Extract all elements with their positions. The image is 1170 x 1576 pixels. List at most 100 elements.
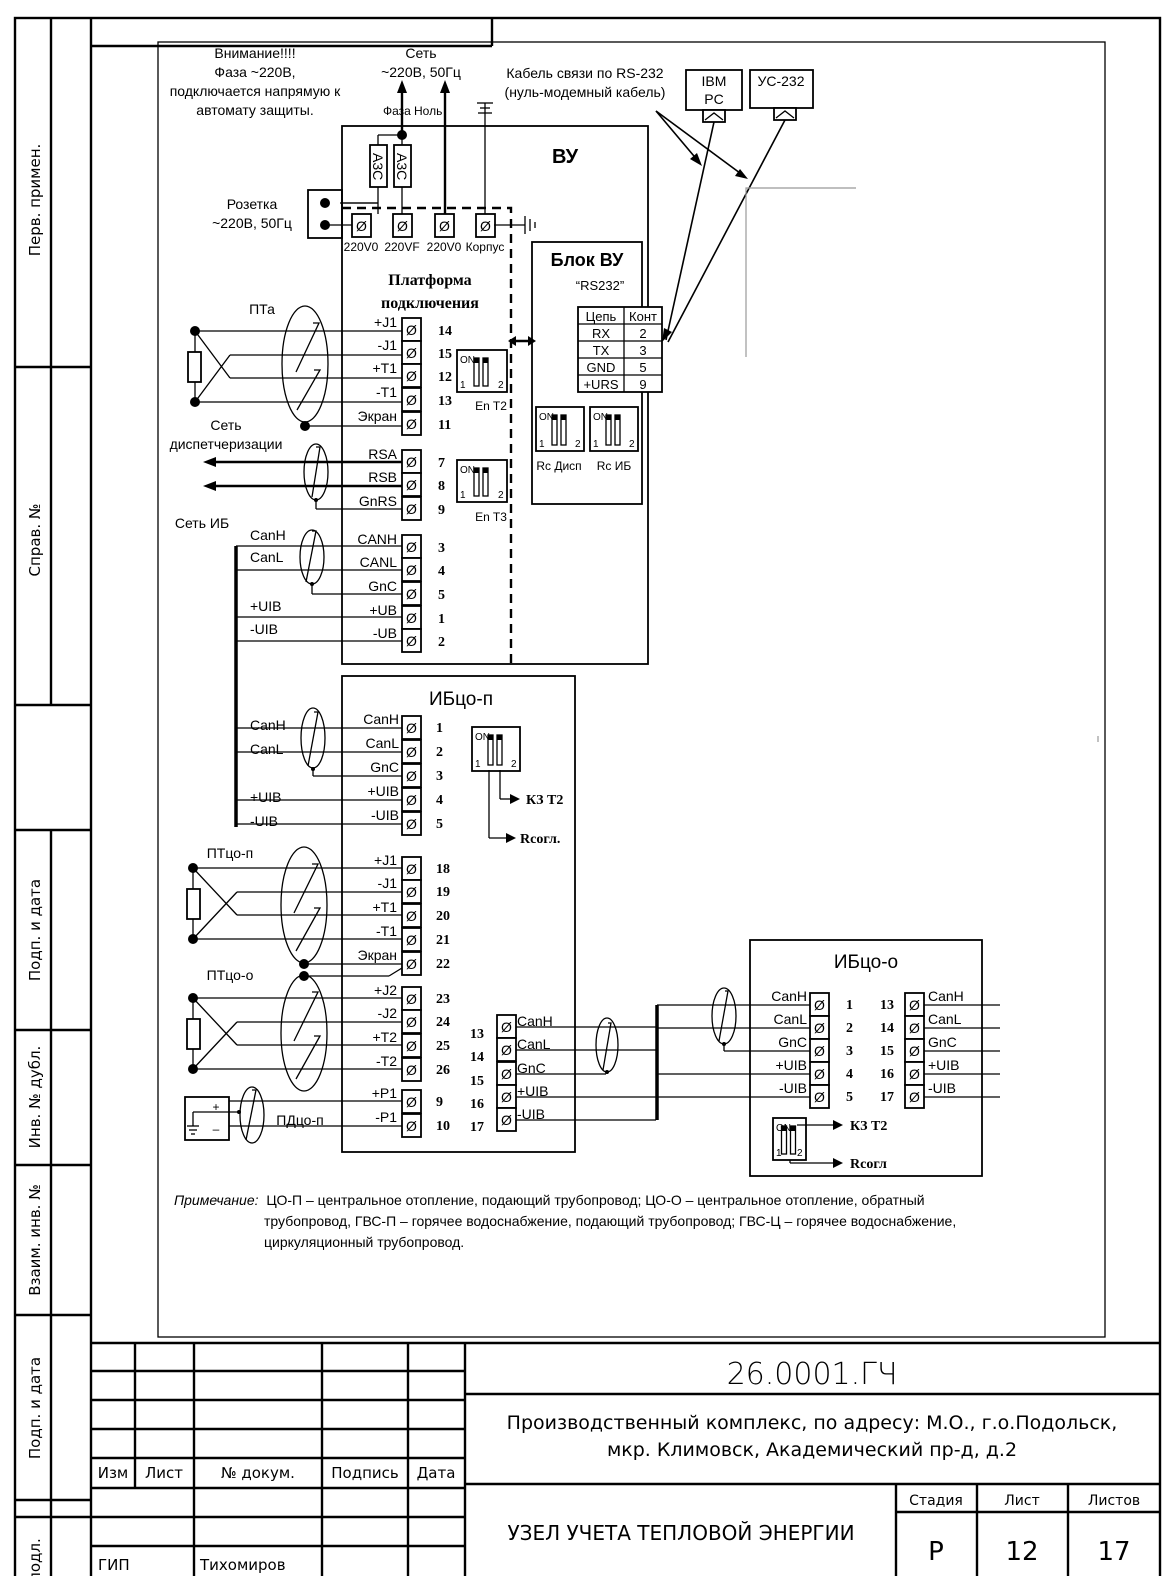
vu-terminal-signal: GnC: [368, 578, 397, 594]
vu-terminal-signal: CANH: [357, 531, 397, 547]
rs232-connectors: [655, 107, 797, 343]
terminal-screw-icon: Ø: [814, 1043, 825, 1059]
ibco-p-out-signal: CanL: [517, 1036, 551, 1052]
ib-net-label: Сеть ИБ: [175, 515, 229, 531]
resistor-icon: [186, 1018, 201, 1050]
ibco-p-terminal-signal: GnC: [370, 759, 399, 775]
drawing-area-border: [157, 41, 1106, 1338]
ibco-p-sensor-signal: -J1: [378, 875, 398, 891]
arrow-right-icon: [510, 794, 520, 804]
vu-terminal-signal: +T1: [372, 360, 397, 376]
power-terminal-label-1: 220VF: [384, 240, 419, 254]
breaker-2: [393, 144, 412, 188]
sensor-pta: ПТа: [249, 301, 275, 317]
ibco-p-terminal-signal: -UIB: [371, 807, 399, 823]
terminal-screw-icon: Ø: [406, 610, 417, 626]
power-terminal-label-2: 220V0: [427, 240, 462, 254]
terminal-screw-icon: Ø: [406, 539, 417, 555]
ibco-o-kz-t2-label: КЗ Т2: [850, 1119, 887, 1134]
twisted-pair-icon: [602, 1022, 612, 1071]
terminal-screw-icon: Ø: [406, 1118, 417, 1134]
socket-icon: [307, 189, 343, 239]
dip-rc-disp-label: Rc Дисп: [536, 459, 581, 473]
vu-box: [341, 125, 649, 665]
resistor-icon: [187, 351, 202, 383]
terminal-screw-icon: Ø: [501, 1112, 512, 1128]
ibco-o-right-number: 14: [880, 1021, 894, 1036]
terminal-screw-icon: Ø: [406, 792, 417, 808]
terminal-screw-icon: Ø: [406, 991, 417, 1007]
terminal-screw-icon: Ø: [909, 1043, 920, 1059]
platform-dashed-border: [342, 206, 513, 664]
dip-pos-1: 1: [460, 380, 466, 391]
wire: [192, 891, 238, 940]
title-block: [15, 1341, 1160, 1576]
stray-grey-line: [745, 187, 856, 357]
vu-terminal-number: 3: [438, 541, 445, 556]
side-stamp: Перв. примен. Справ. № Подп. и дата Инв.…: [15, 18, 91, 1576]
ibco-p-sensor-number: 25: [436, 1039, 450, 1054]
mains-voltage-label: ~220В, 50Гц: [381, 64, 461, 80]
terminal-screw-icon: Ø: [480, 218, 491, 234]
ibco-o-left-number: 4: [846, 1067, 853, 1082]
vu-terminal-number: 4: [438, 564, 445, 579]
stage-label: Стадия: [909, 1493, 963, 1509]
terminal-screw-icon: Ø: [406, 744, 417, 760]
dip-knob-1: [781, 1126, 787, 1131]
pta-wiring: [187, 305, 402, 431]
ib-wire-label-uib-minus: -UIB: [250, 621, 278, 637]
socket-label: Розетка: [227, 196, 278, 212]
dip-en-t2-label: En T2: [475, 399, 507, 413]
dip-knob-2: [790, 1126, 796, 1131]
ibco-p-sensor-signal: Экран: [358, 947, 398, 963]
ibco-p-sensor-signal: +T2: [372, 1029, 397, 1045]
sensor-pdco-p-label: ПДцо-п: [276, 1112, 323, 1128]
dip-pos-2: 2: [498, 380, 504, 391]
dip-switch-body: [471, 726, 521, 772]
vu-terminal-8: [401, 472, 422, 497]
ibco-p-sensor-number: 20: [436, 909, 450, 924]
twisted-pair-icon: [295, 907, 322, 952]
ibco-p-sensor-number: 10: [436, 1119, 450, 1134]
ibco-p-out-number: 14: [470, 1050, 484, 1065]
header-doc-num: № докум.: [221, 1464, 295, 1482]
breaker-1: [369, 144, 388, 188]
twisted-pair-icon: [293, 991, 320, 1042]
ibco-p-terminal-number: 2: [436, 745, 443, 760]
platform-block-link-icon: [508, 336, 536, 346]
platform-title-2: подключения: [381, 295, 479, 312]
dip-pos-2: 2: [629, 439, 635, 450]
ibco-p-ext-uib-plus: +UIB: [250, 789, 282, 805]
dip-pos-2: 2: [498, 490, 504, 501]
rs232-label: “RS232”: [576, 278, 624, 293]
terminal-screw-icon: Ø: [397, 218, 408, 234]
dip-pos-1: 1: [475, 759, 481, 770]
socket-pin-1: [320, 198, 330, 208]
vu-terminal-number: 8: [438, 479, 445, 494]
vu-terminal-signal: Экран: [358, 408, 398, 424]
vu-terminal-signal: -J1: [378, 337, 398, 353]
vu-terminal-signal: +UB: [369, 602, 397, 618]
warning-line-4: автомату защиты.: [196, 102, 313, 118]
stamp-podp-data-1: Подп. и дата: [26, 879, 44, 981]
ibco-p-terminal-signal: CanL: [366, 735, 400, 751]
ibco-p-terminal-number: 5: [436, 817, 443, 832]
arrow-right-icon: [833, 1158, 843, 1168]
ibco-o-left-number: 2: [846, 1021, 853, 1036]
terminal-screw-icon: Ø: [406, 956, 417, 972]
ibco-p-terminal-number: 3: [436, 769, 443, 784]
ibco-p-sensor-signal: +P1: [372, 1085, 398, 1101]
twisted-pair-icon: [296, 369, 322, 411]
header-izm: Изм: [98, 1464, 129, 1482]
ibco-o-right-signal: -UIB: [928, 1080, 956, 1096]
person-name: Тихомиров: [199, 1556, 286, 1574]
ibco-p-out-number: 15: [470, 1074, 484, 1089]
terminal-screw-icon: Ø: [356, 218, 367, 234]
ibco-p-box: [341, 675, 576, 1153]
ibco-p-sensor-signal: +T1: [372, 899, 397, 915]
power-terminal-2: [434, 213, 455, 238]
wire: [194, 354, 231, 403]
